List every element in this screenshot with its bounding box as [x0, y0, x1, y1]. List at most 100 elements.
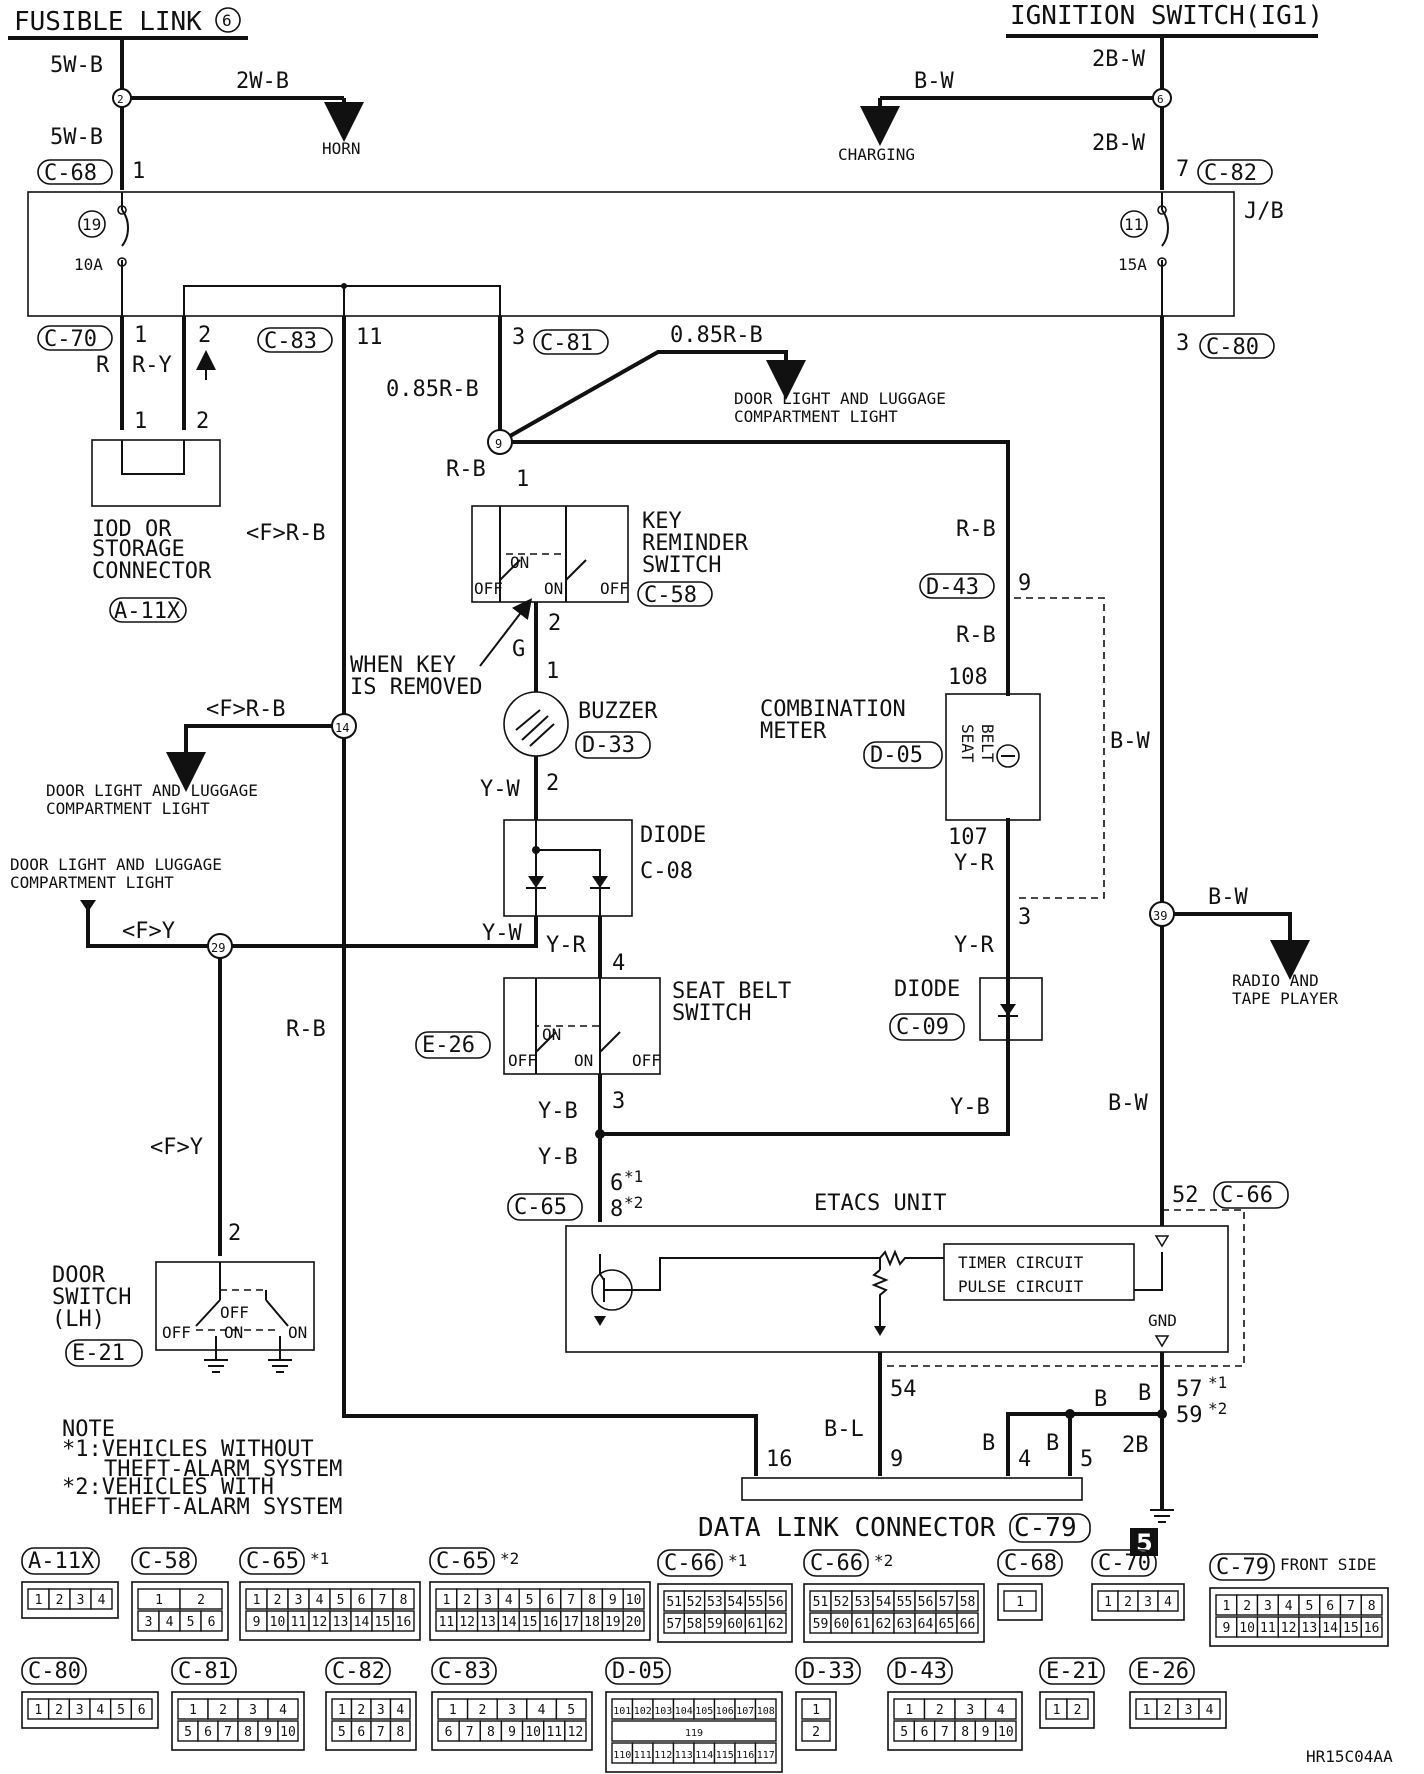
svg-text:COMPARTMENT LIGHT: COMPARTMENT LIGHT: [734, 407, 898, 426]
legend-pin: 5: [337, 1593, 345, 1608]
legend-pin: 57: [939, 1595, 955, 1610]
legend-suffix: *2: [500, 1549, 519, 1568]
data-link-connector: 16 9 4 5 DATA LINK CONNECTOR C-79: [698, 1447, 1093, 1543]
svg-text:2: 2: [546, 771, 559, 796]
legend-pin: 12: [568, 1725, 584, 1740]
seat-belt-switch: OFF ON ON OFF SEAT BELT SWITCH E-26: [415, 977, 791, 1075]
legend-label: C-65: [246, 1549, 299, 1574]
svg-text:DOOR LIGHT AND LUGGAGE: DOOR LIGHT AND LUGGAGE: [46, 781, 258, 800]
connector-d43: D-43 9: [919, 571, 1031, 600]
legend-pin: 2: [936, 1703, 944, 1718]
connector-c68: C-68 1: [37, 159, 145, 186]
legend-pin: 6: [921, 1725, 929, 1740]
legend-pin: 4: [1285, 1599, 1293, 1614]
wire-frb-mid: <F>R-B: [246, 521, 325, 546]
legend-pin: 58: [960, 1595, 976, 1610]
legend-pin: 106: [716, 1706, 734, 1717]
legend-pin: 11: [439, 1615, 455, 1630]
junction-block: J/B 19 10A 11 15A: [27, 191, 1284, 317]
legend-pin: 2: [274, 1593, 282, 1608]
wire-5wb-top: 5W-B: [50, 53, 103, 78]
legend-pin: 8: [588, 1593, 596, 1608]
legend-pin: 61: [855, 1617, 871, 1632]
buzzer: BUZZER D-33: [503, 691, 658, 759]
svg-text:SWITCH: SWITCH: [52, 1285, 131, 1310]
legend-pin: 8: [961, 1725, 969, 1740]
legend-label: C-58: [138, 1549, 191, 1574]
svg-text:C-82: C-82: [1204, 161, 1257, 186]
svg-text:C-83: C-83: [264, 329, 317, 354]
legend-pin: 1: [253, 1593, 261, 1608]
legend-pin: 5: [117, 1703, 125, 1718]
svg-text:57: 57: [1176, 1377, 1203, 1402]
wire-b3: B: [982, 1431, 995, 1456]
legend-c68: C-681: [997, 1549, 1063, 1621]
svg-text:SWITCH: SWITCH: [672, 1001, 751, 1026]
svg-text:E-26: E-26: [422, 1033, 475, 1058]
wire-yr-diode: Y-R: [546, 933, 586, 958]
legend-pin: 111: [634, 1750, 652, 1761]
legend-pin: 112: [654, 1750, 672, 1761]
svg-text:OFF: OFF: [600, 579, 629, 598]
legend-pin: 1: [338, 1703, 346, 1718]
legend-pin: 14: [501, 1615, 517, 1630]
legend-pin: 3: [249, 1703, 257, 1718]
legend-pin: 105: [695, 1706, 713, 1717]
legend-pin: 1: [1053, 1703, 1061, 1718]
door-switch-lh: DOOR SWITCH (LH) E-21 OFF OFF ON ON: [52, 1261, 315, 1373]
legend-pin: 4: [98, 1593, 106, 1608]
svg-text:C-68: C-68: [44, 161, 97, 186]
svg-text:ETACS UNIT: ETACS UNIT: [814, 1191, 946, 1216]
wire-fy-bot: <F>Y: [150, 1135, 203, 1160]
svg-text:*2:VEHICLES WITH: *2:VEHICLES WITH: [62, 1475, 274, 1500]
legend-pin: 7: [1347, 1599, 1355, 1614]
svg-text:39: 39: [1153, 909, 1167, 923]
legend-pin: 1: [155, 1593, 163, 1608]
legend-pin: 1: [35, 1593, 43, 1608]
wire-rb-key: R-B: [446, 457, 486, 482]
legend-pin: 5: [338, 1725, 346, 1740]
wire-b1: B: [1138, 1381, 1151, 1406]
legend-pin: 56: [768, 1595, 784, 1610]
legend-label: C-79: [1216, 1555, 1269, 1580]
legend-pin: 3: [966, 1703, 974, 1718]
wire-085rb-left: 0.85R-B: [386, 377, 479, 402]
svg-text:C-79: C-79: [1014, 1513, 1077, 1543]
svg-text:29: 29: [211, 941, 225, 955]
svg-text:ON: ON: [510, 553, 529, 572]
fusible-link-source: FUSIBLE LINK 6: [8, 7, 248, 40]
legend-pin: 12: [459, 1615, 475, 1630]
legend-pin: 4: [1164, 1595, 1172, 1610]
legend-pin: 63: [897, 1617, 913, 1632]
legend-pin: 59: [707, 1617, 723, 1632]
legend-pin: 7: [466, 1725, 474, 1740]
legend-pin: 3: [77, 1593, 85, 1608]
legend-label: C-81: [178, 1659, 231, 1684]
svg-text:1: 1: [134, 409, 147, 434]
legend-pin: 61: [748, 1617, 764, 1632]
seat-belt-lamp-label-a: SEAT: [958, 724, 977, 763]
connector-c66: 52 C-66: [1172, 1181, 1289, 1209]
legend-pin: 8: [1368, 1599, 1376, 1614]
legend-pin: 11: [1260, 1621, 1276, 1636]
svg-text:1: 1: [132, 159, 145, 184]
legend-label: E-26: [1136, 1659, 1189, 1684]
legend-pin: 16: [1364, 1621, 1380, 1636]
legend-pin: 7: [941, 1725, 949, 1740]
legend-pin: 1: [189, 1703, 197, 1718]
wire-yw-top: Y-W: [480, 777, 520, 802]
legend-suffix: *1: [728, 1551, 747, 1570]
wire-rb-long: R-B: [286, 1017, 326, 1042]
legend-pin: 4: [396, 1703, 404, 1718]
legend-pin: 2: [1124, 1595, 1132, 1610]
svg-text:*2: *2: [1208, 1399, 1227, 1418]
legend-pin: 119: [685, 1728, 703, 1739]
notes: NOTE *1:VEHICLES WITHOUT THEFT-ALARM SYS…: [62, 1417, 342, 1520]
legend-pin: 54: [876, 1595, 892, 1610]
legend-pin: 6: [445, 1725, 453, 1740]
ignition-switch-label: IGNITION SWITCH(IG1): [1010, 1, 1323, 31]
svg-text:6: 6: [610, 1171, 623, 1196]
